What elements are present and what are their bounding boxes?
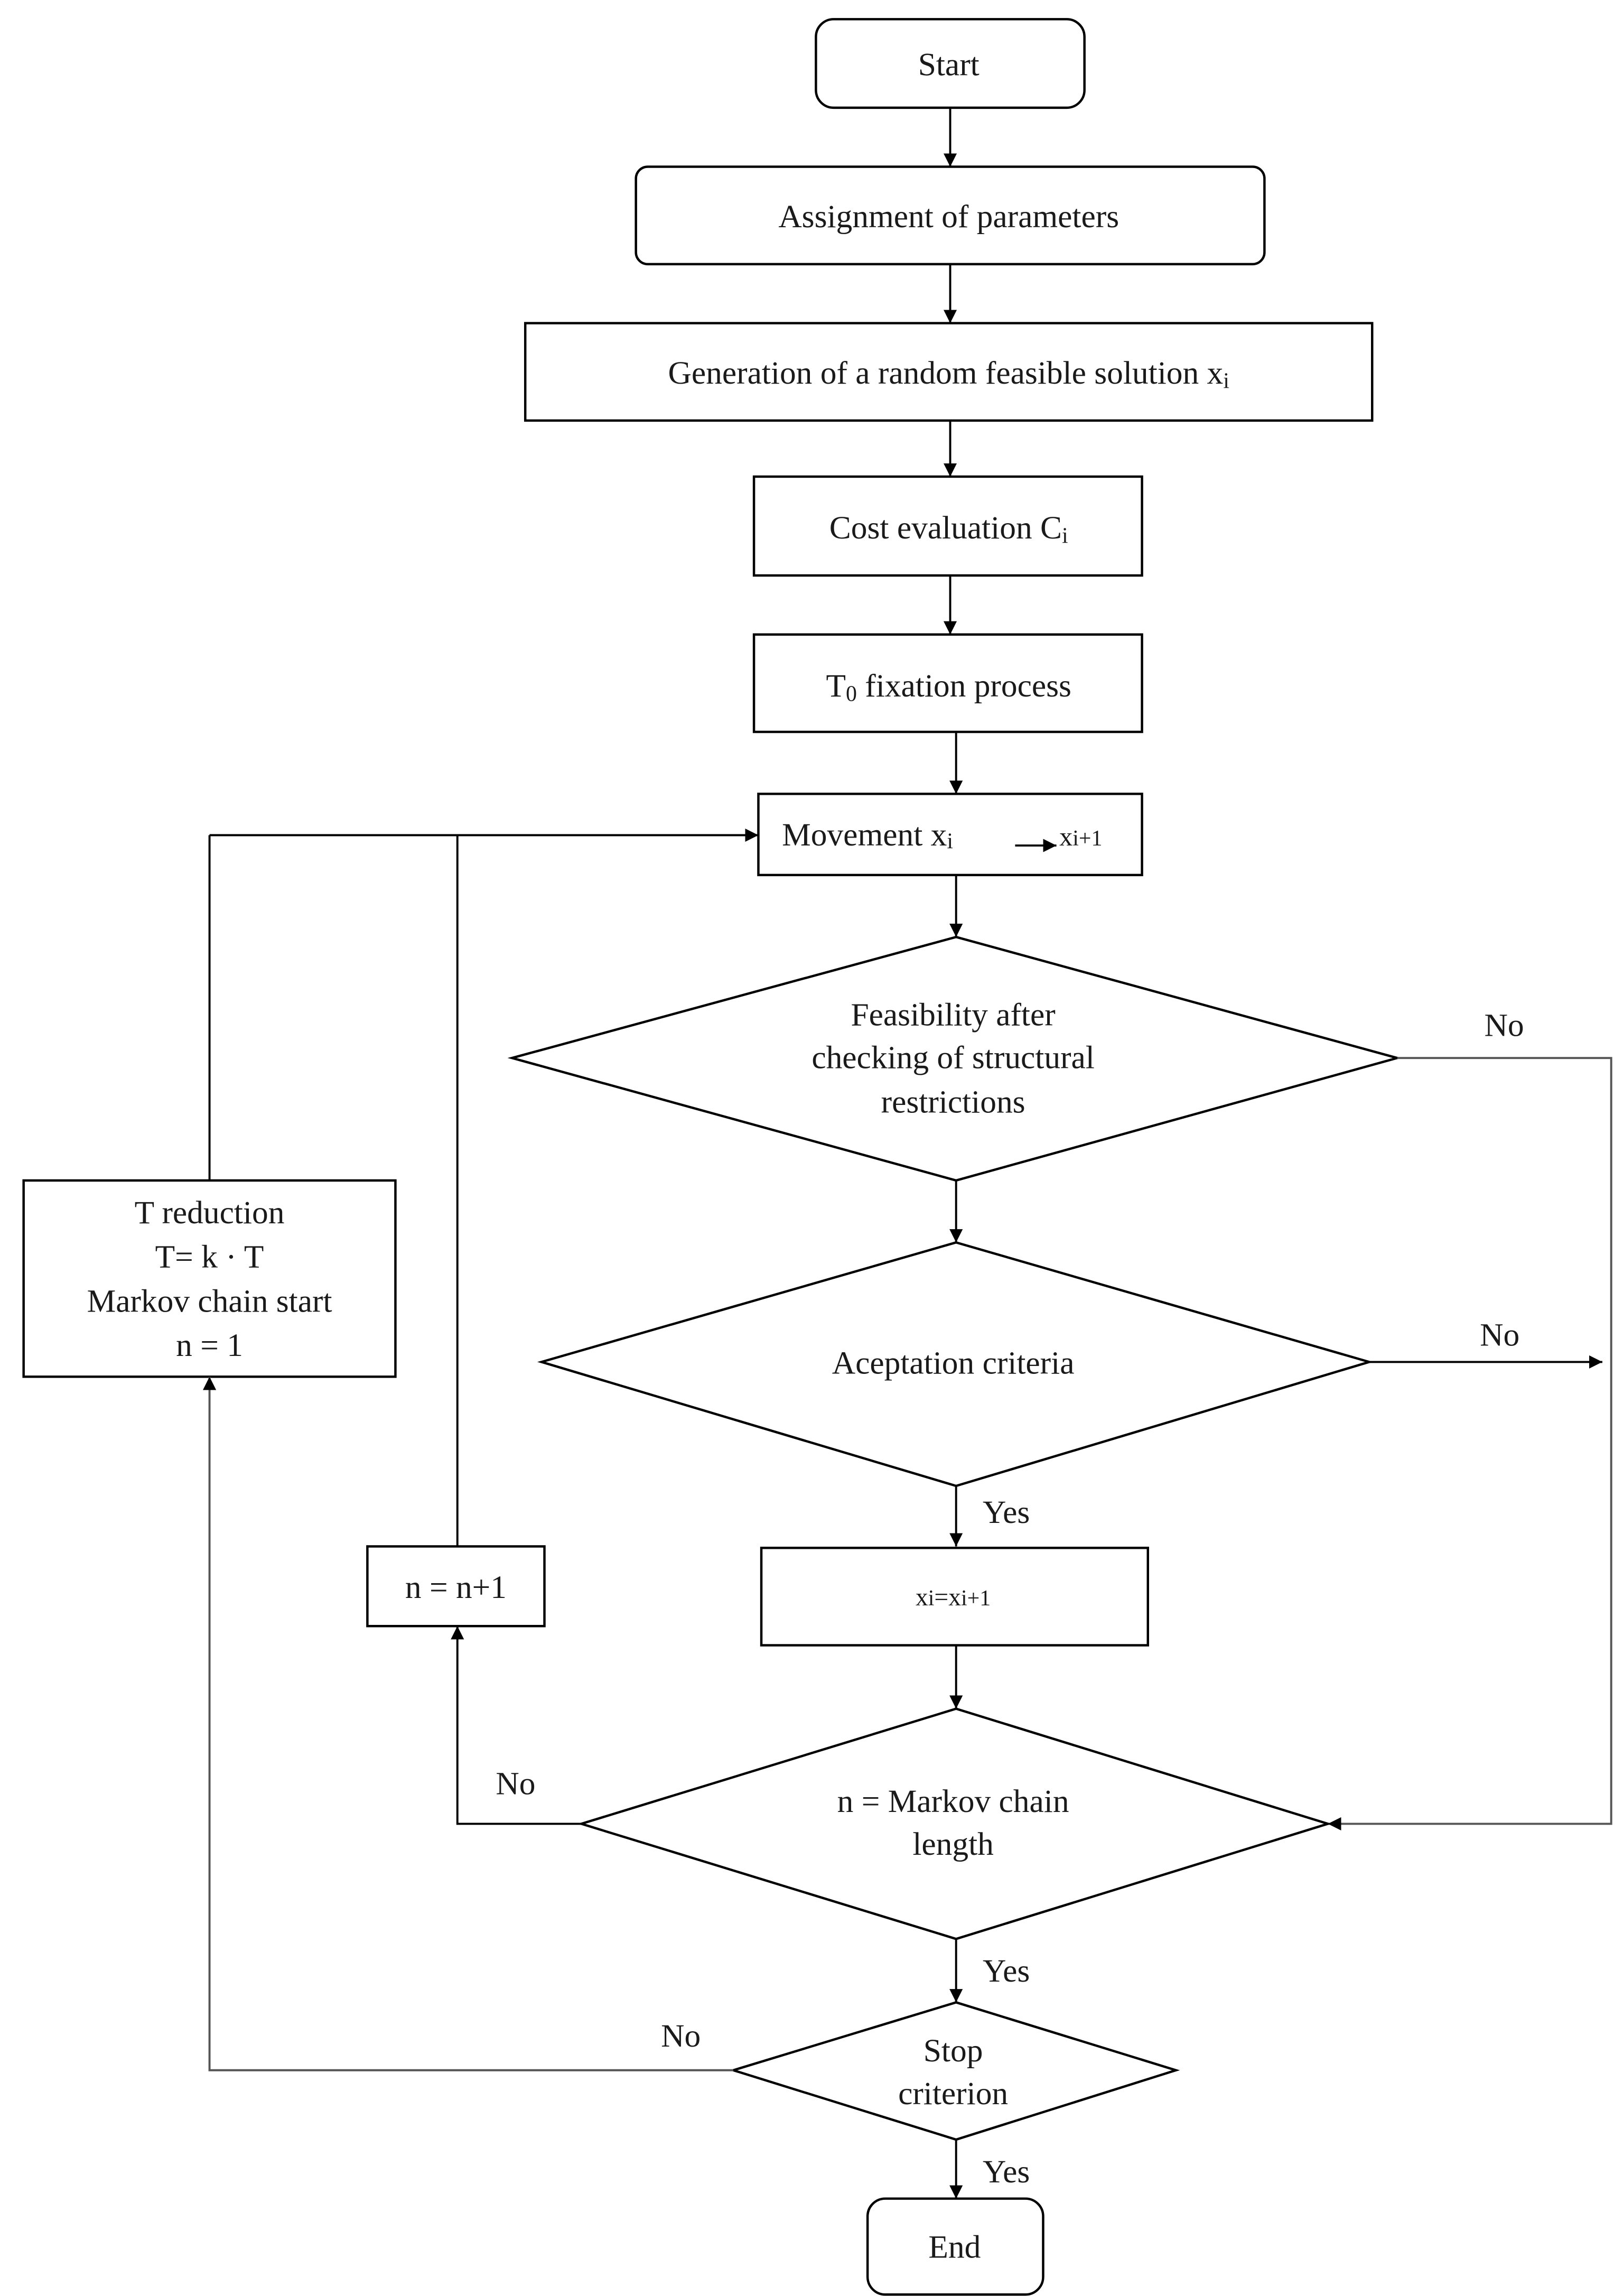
n-increment-label: n = n+1 [405,1569,507,1605]
edge-stop-no [203,1377,733,2071]
t-reduction-line2: T= k · T [155,1239,264,1275]
markov-no-label: No [496,1766,535,1802]
markov-length-decision [577,1707,1332,1940]
update-solution-label: xi=xi+1 [916,1584,991,1611]
t0-fixation-label: T0 fixation process [826,668,1071,706]
stop-criterion-decision [729,2001,1180,2141]
generation-box [524,322,1374,422]
acceptation-yes-label: Yes [983,1494,1030,1530]
t-reduction-line3: Markov chain start [87,1283,332,1319]
update-solution-box [760,1547,1149,1647]
cost-evaluation-box [752,475,1143,577]
end-label: End [928,2229,981,2265]
feasibility-label-line2: checking of structural [812,1040,1095,1076]
start-label: Start [918,47,980,82]
edge-markov-no [451,1626,582,1825]
acceptation-label: Aceptation criteria [832,1345,1075,1381]
feasibility-no-label: No [1484,1007,1524,1043]
feasibility-label-line1: Feasibility after [851,997,1055,1033]
acceptation-no-label: No [1480,1317,1519,1353]
t-reduction-line1: T reduction [135,1195,285,1231]
edge-feasibility-no [1328,1057,1612,1830]
t-reduction-line4: n = 1 [176,1327,243,1363]
t-reduction-box [22,1179,397,1378]
feasibility-label-line3: restrictions [881,1084,1025,1120]
movement-target-label: xi+1 [1059,822,1102,851]
markov-length-label-line2: length [912,1826,994,1862]
t0-fixation-box [752,633,1143,733]
markov-length-label-line1: n = Markov chain [837,1783,1069,1819]
n-increment-box [366,1545,546,1628]
assignment-label: Assignment of parameters [778,199,1119,235]
stop-criterion-line2: criterion [898,2076,1008,2112]
movement-box [757,793,1143,877]
stop-no-label: No [661,2018,701,2054]
markov-yes-label: Yes [983,1953,1030,1989]
stop-criterion-line1: Stop [924,2033,983,2069]
movement-label: Movement xi [782,817,953,854]
stop-yes-label: Yes [983,2154,1030,2190]
cost-evaluation-label: Cost evaluation Ci [829,510,1068,548]
generation-label: Generation of a random feasible solution… [668,355,1229,393]
end-terminal [866,2197,1044,2296]
